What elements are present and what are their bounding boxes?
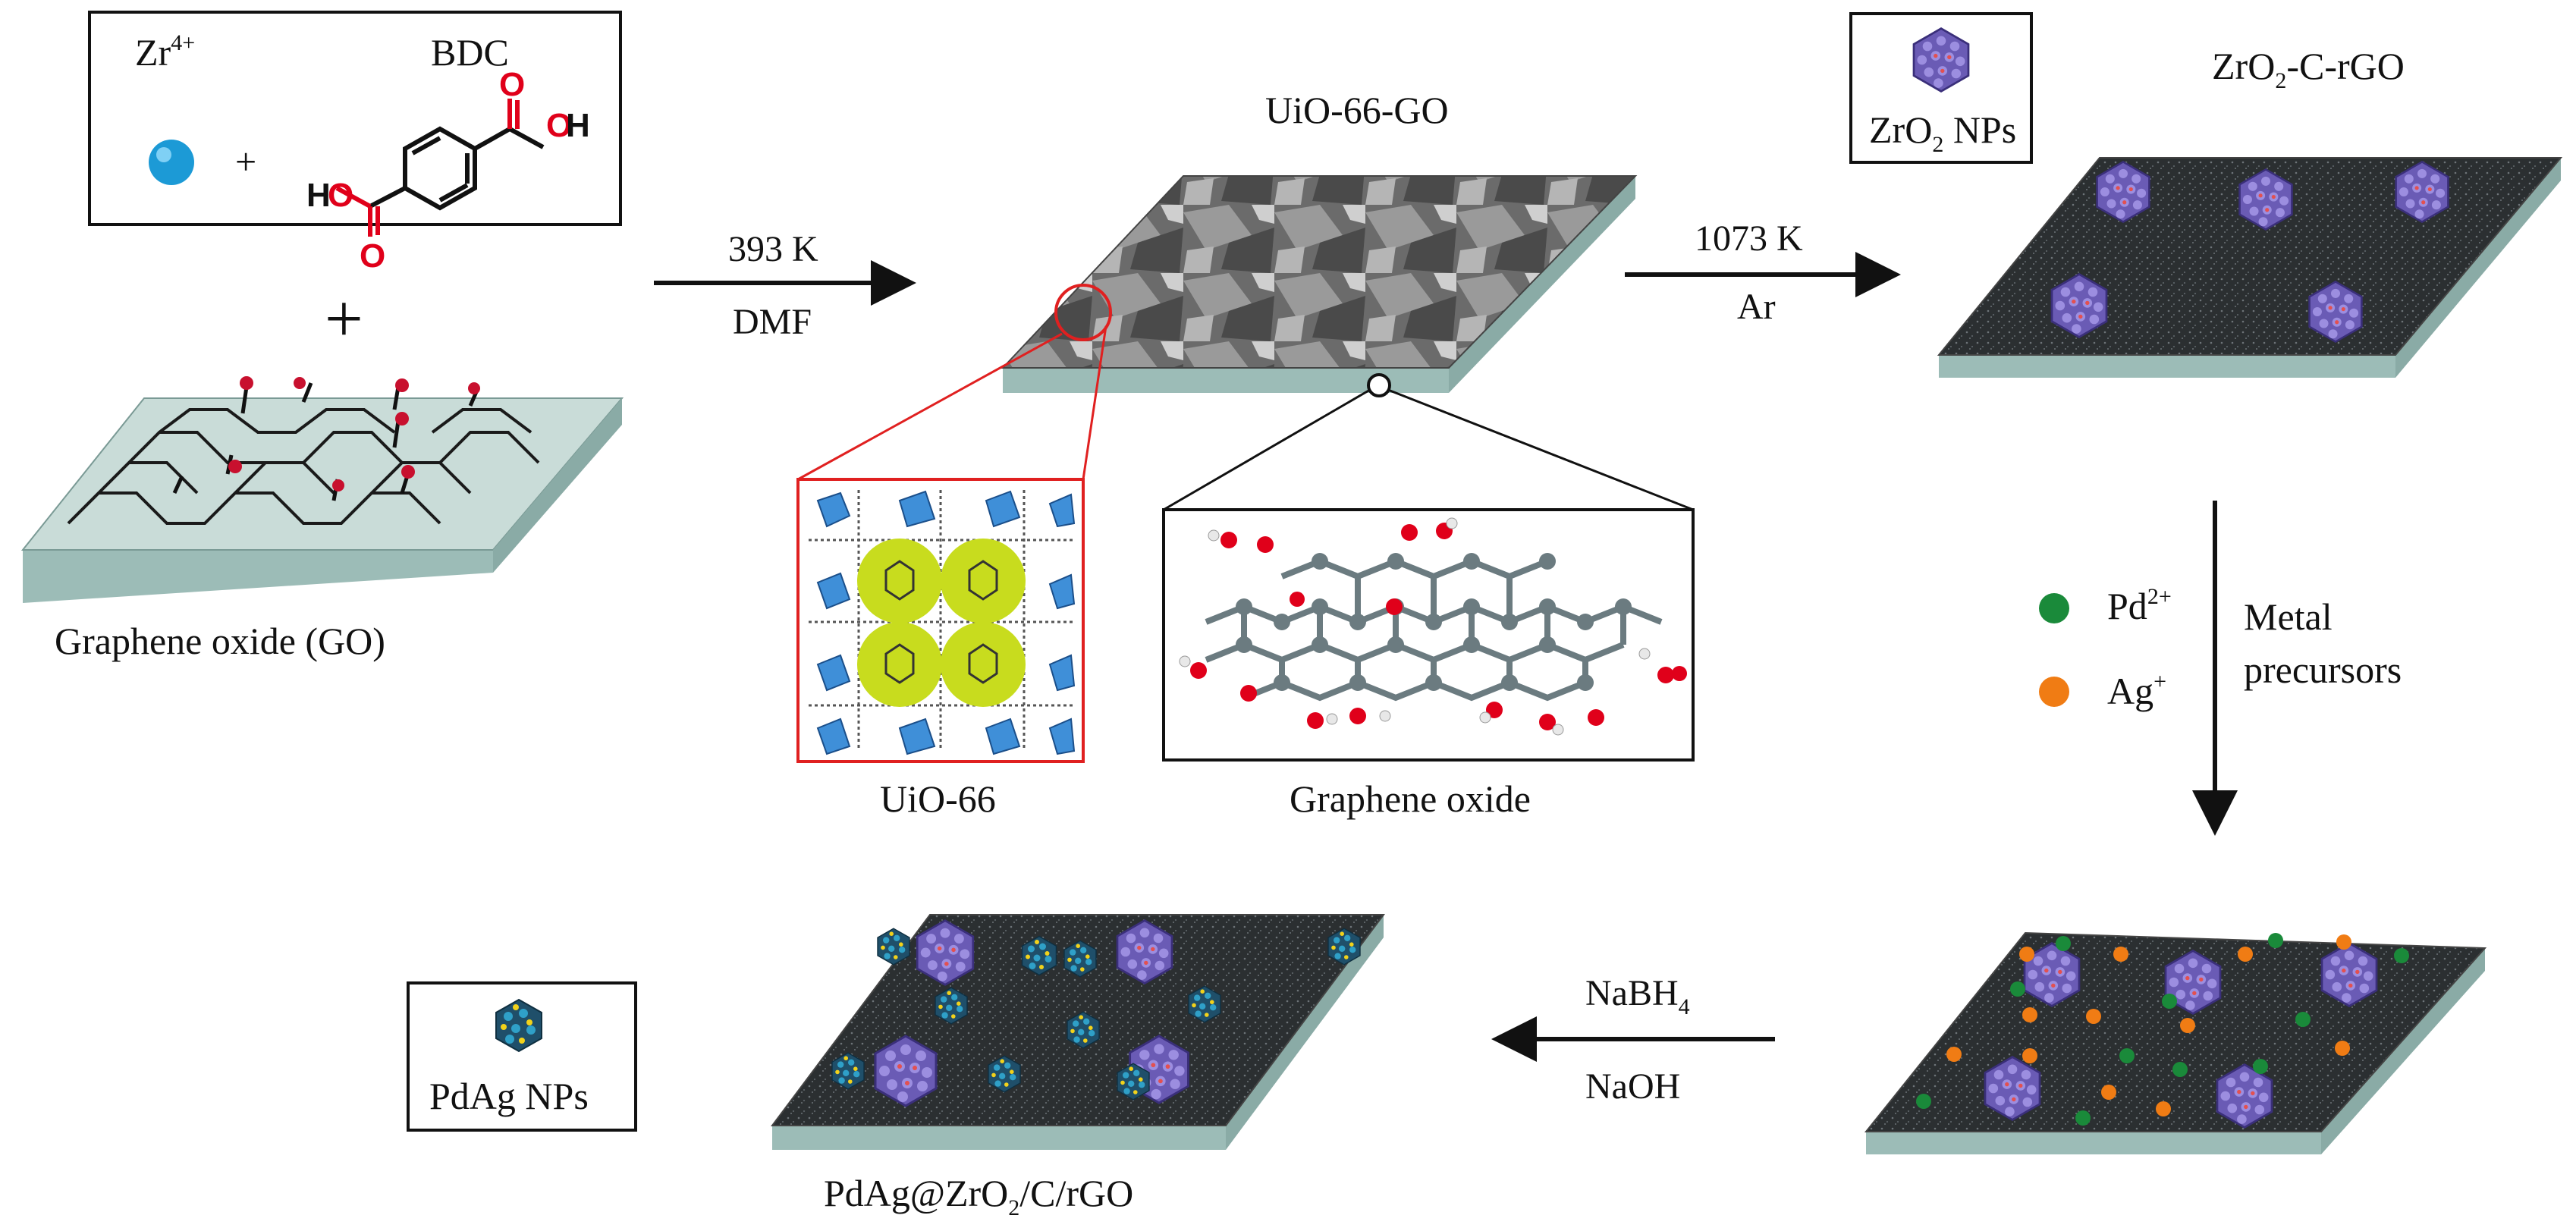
zro2-nps-label: ZrO2 NPs	[1869, 108, 2016, 157]
bdc-o-top: O	[499, 66, 525, 103]
zro2-crgo-label: ZrO2-C-rGO	[2212, 45, 2405, 93]
final-product-label: PdAg@ZrO2/C/rGO	[824, 1172, 1133, 1220]
zr-label: Zr4+	[135, 30, 195, 74]
uio66-zoom-circle	[1054, 284, 1112, 341]
step1-solvent: DMF	[733, 302, 812, 342]
go-zoom-circle	[1367, 373, 1391, 397]
ag-ion-sphere	[2039, 677, 2069, 707]
step2-atmosphere: Ar	[1737, 287, 1776, 327]
uio-go-label: UiO-66-GO	[1265, 89, 1449, 131]
uio66-inset	[796, 478, 1085, 763]
pdag-nps-label: PdAg NPs	[429, 1075, 589, 1117]
metal-precursors-line2: precursors	[2244, 648, 2402, 691]
precursor-loaded-slab	[1864, 931, 2487, 1154]
ag-ions	[1946, 934, 2351, 1116]
pd-ions	[1916, 933, 2409, 1126]
pd-label: Pd2+	[2107, 584, 2172, 627]
go-label: Graphene oxide (GO)	[55, 620, 385, 662]
graphene-oxide-label: Graphene oxide	[1290, 777, 1531, 820]
uio-go-slab	[1001, 175, 1638, 397]
zr-ion-sphere	[149, 140, 194, 185]
hydrogen-atoms	[1179, 517, 1651, 736]
big-plus: +	[325, 281, 363, 356]
carbon-atoms	[1236, 553, 1632, 691]
reactant-plus: +	[235, 140, 256, 183]
step2-temperature: 1073 K	[1695, 218, 1803, 259]
go-sheet	[20, 376, 624, 603]
bdc-h-right: H	[566, 107, 590, 144]
final-slab	[771, 914, 1385, 1150]
graphene-oxide-inset	[1162, 508, 1695, 762]
go-functional-groups	[172, 376, 480, 501]
bdc-oh-left: O	[328, 177, 353, 214]
uio66-cages	[857, 539, 1026, 707]
bdc-label: BDC	[431, 31, 509, 74]
reactants-box: Zr4+ BDC + OOH H O H O O	[88, 11, 622, 275]
step4-base: NaOH	[1585, 1066, 1680, 1107]
zro2-crgo-slab	[1937, 157, 2563, 378]
bdc-oh-right: OOH	[546, 107, 598, 144]
pd-ion-sphere	[2039, 593, 2069, 623]
reactants-frame	[88, 11, 622, 226]
go-hexagon-lattice	[67, 408, 540, 525]
step1-temperature: 393 K	[728, 229, 818, 269]
precursor-legend: Pd2+ Ag+	[2039, 584, 2172, 712]
oxygen-atoms	[1190, 523, 1687, 730]
pdag-nps-legend: PdAg NPs	[407, 981, 637, 1132]
zro2-nps-legend: ZrO2 NPs	[1849, 12, 2033, 164]
uio66-label: UiO-66	[880, 777, 996, 820]
metal-precursors-line1: Metal	[2244, 595, 2333, 638]
bdc-molecule	[335, 99, 545, 237]
bdc-o-bottom: O	[360, 237, 385, 275]
bdc-h-left: H	[306, 177, 331, 214]
step4-reducer: NaBH4	[1585, 973, 1690, 1019]
ag-label: Ag+	[2107, 669, 2166, 712]
